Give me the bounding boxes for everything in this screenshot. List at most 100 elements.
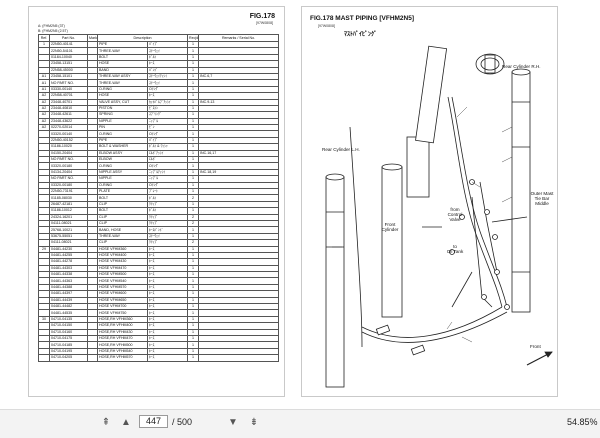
col-ref: Ref. <box>38 34 50 42</box>
label-from-control-valve: from Control Valve <box>447 207 463 222</box>
double-up-arrow-icon[interactable]: ⇞ <box>101 417 111 428</box>
diagram-code: [97W0808] <box>318 24 335 28</box>
table-cell: ﾎｰｽ <box>146 92 189 100</box>
table-cell: ﾋﾟｽﾄﾝ <box>146 104 189 113</box>
table-cell <box>198 302 280 311</box>
model-list: A: (FHM2N5 (3T) B: (FHM2N5 (2.5T) <box>38 24 68 33</box>
table-cell <box>198 79 280 87</box>
label-front: Front <box>530 344 541 349</box>
table-cell: ﾎｰｽ <box>146 328 189 337</box>
table-cell: Oﾘﾝｸﾞ <box>146 85 189 94</box>
label-outer-mast: Outer Mast Tie Bar Middle <box>530 191 554 206</box>
label-rear-cylinder-lh: Rear Cylinder L.H. <box>322 147 360 152</box>
table-cell <box>198 322 280 330</box>
page-number-input[interactable]: 447 <box>139 415 168 428</box>
label-to-oil-tank: to Oil Tank <box>446 244 464 254</box>
down-arrow-icon[interactable]: ▼ <box>228 417 238 428</box>
double-down-arrow-icon[interactable]: ⇟ <box>249 417 259 428</box>
table-cell: ﾎｰｽ <box>146 315 189 324</box>
page-navigation-toolbar: ⇞ ▲ 447 / 500 ▼ ⇟ 54.85% <box>0 409 600 438</box>
table-cell: ｶｯﾄﾊﾞﾙﾌﾞｱｯｼｲ <box>146 98 189 106</box>
figure-code: [97W0808] <box>256 21 273 25</box>
label-rear-cylinder-rh: Rear Cylinder R.H. <box>502 64 541 69</box>
col-reqd: Req'd <box>187 34 200 42</box>
chain-pulley <box>475 53 505 75</box>
label-front-cylinder: Front Cylinder <box>381 222 399 232</box>
hose-lines <box>349 96 528 348</box>
table-cell: ｽﾌﾟﾘﾝｸﾞ <box>146 111 189 119</box>
table-header: Ref. Part No. Mark Description Req'd Rem… <box>38 34 280 42</box>
up-arrow-icon[interactable]: ▲ <box>121 417 131 428</box>
table-cell: ｽﾘｰｳｪｲｱｯｼｲ <box>146 72 189 81</box>
col-mark: Mark <box>87 34 98 42</box>
table-cell <box>198 117 280 126</box>
figure-number: FIG.178 <box>249 13 275 20</box>
table-cell: ﾎｰｽ <box>146 296 189 305</box>
table-cell: ﾆｯﾌﾟﾙ <box>146 117 189 126</box>
table-cell: ﾎｰｽ <box>146 309 189 317</box>
table-cell <box>198 111 280 119</box>
table-cell <box>198 309 280 317</box>
table-cell: INC.9-13 <box>198 98 280 106</box>
table-cell: ﾎｰｽ <box>146 341 189 349</box>
table-cell: ﾎｰｽ <box>146 271 189 279</box>
page-total: / 500 <box>172 417 193 427</box>
table-cell: ﾎｰｽ <box>146 290 189 298</box>
table-cell: ﾎｰｽ <box>146 251 189 260</box>
table-cell <box>198 60 280 68</box>
table-cell <box>198 296 280 305</box>
col-description: Description <box>96 34 189 42</box>
rear-cylinder-rh <box>511 68 531 313</box>
table-cell <box>198 251 280 260</box>
table-cell: ﾎｰｽ <box>146 258 189 266</box>
col-part-no: Part No. <box>49 34 88 42</box>
table-cell: HOSE,RH VFHM570 <box>97 354 148 362</box>
table-cell: ﾎｰｽ <box>146 354 189 362</box>
table-cell <box>38 354 50 362</box>
fittings <box>375 179 510 356</box>
diagram-title: FIG.178 MAST PIPING [VFHM2N5] <box>310 15 415 22</box>
table-cell <box>198 283 280 292</box>
table-cell: ﾎｰｽ <box>146 264 189 273</box>
table-cell: ｽﾘｰｳｪｲ <box>146 79 189 87</box>
table-cell: ﾎｰｽ <box>146 283 189 292</box>
col-remarks: Remarks / Serial No. <box>198 34 280 42</box>
model-a: A: (FHM2N5 (3T) <box>38 24 65 28</box>
diagram-page: FIG.178 MAST PIPING [VFHM2N5] [97W0808] … <box>301 6 558 397</box>
table-cell <box>198 328 280 337</box>
table-cell <box>198 264 280 273</box>
mast-piping-diagram <box>325 45 553 388</box>
table-cell <box>198 66 280 74</box>
zoom-level[interactable]: 54.85% <box>567 417 598 427</box>
table-cell: 04710-04205 <box>49 354 88 362</box>
diagram-title-jp: ﾏｽﾄﾊﾟｲﾋﾟﾝｸﾞ <box>344 32 378 38</box>
table-cell: ﾎｰｽ <box>146 302 189 311</box>
front-arrow-icon <box>526 351 553 366</box>
rear-cylinder-lh <box>325 173 345 388</box>
table-cell: ﾎｰｽ <box>146 277 189 285</box>
table-cell: ﾎｰｽ <box>146 322 189 330</box>
table-cell <box>198 315 280 324</box>
parts-list-page: FIG.178 [97W0808] A: (FHM2N5 (3T) B: (FH… <box>28 6 285 397</box>
